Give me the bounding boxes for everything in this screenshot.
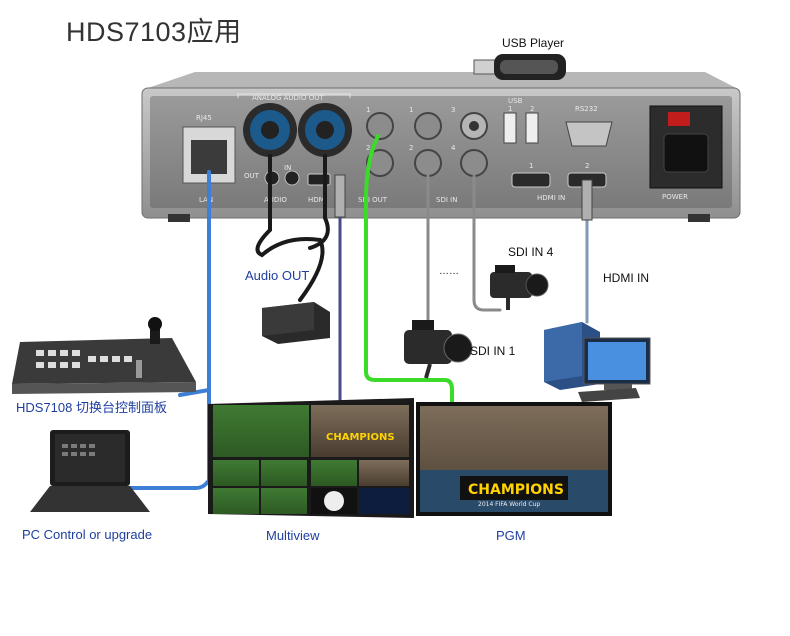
speaker — [262, 302, 330, 344]
sdi-in-label: SDI IN — [436, 196, 457, 204]
rs232-label: RS232 — [575, 105, 598, 113]
multiview-screen: CHAMPIONS — [208, 398, 414, 518]
usb-player-stick — [473, 54, 566, 80]
rs232-port — [565, 121, 613, 147]
sdi-in-port-4-label: 4 — [451, 144, 456, 152]
more-inputs-dots: …… — [439, 266, 459, 277]
hdmi-out-label: HDMI — [308, 196, 327, 204]
audio-cable-left — [255, 154, 325, 302]
keyboard — [578, 388, 640, 402]
page-title: HDS7103应用 — [66, 17, 242, 47]
usb-port-2 — [525, 112, 539, 144]
audio-cable-right — [308, 154, 330, 250]
usb-player-label: USB Player — [502, 36, 565, 50]
usb-label: USB — [508, 97, 523, 105]
lan-cable-to-pc — [118, 170, 211, 490]
pc-control-label: PC Control or upgrade — [22, 527, 153, 542]
sdi-port-2-label: 2 — [366, 144, 370, 152]
sdi-in-port-1-label: 1 — [409, 106, 413, 114]
sdi-in-port-2-label: 2 — [409, 144, 413, 152]
analog-audio-out-label: ANALOG AUDIO OUT — [252, 94, 324, 102]
hdmi-in-port-1 — [511, 172, 551, 188]
device-top-surface — [142, 72, 740, 90]
pgm-fifa-text: 2014 FIFA World Cup — [478, 501, 540, 508]
hds7108-control-panel — [12, 317, 196, 394]
sdi-in-4-cable — [472, 174, 502, 312]
control-panel-label: HDS7108 切换台控制面板 — [16, 400, 167, 415]
audio-label: AUDIO — [264, 196, 287, 204]
device-foot — [168, 214, 190, 222]
hds7103-device: RJ45 LAN ANALOG AUDIO OUT OUT IN AUDIO H… — [141, 72, 741, 222]
pc-workstation — [544, 322, 651, 402]
audio-in-jack — [284, 170, 300, 186]
pgm-label: PGM — [496, 528, 526, 543]
lan-label: LAN — [199, 196, 213, 204]
rj45-label: RJ45 — [196, 114, 212, 122]
sdi-out-label: SDI OUT — [358, 196, 388, 204]
multiview-label: Multiview — [266, 528, 320, 543]
sdi-port-1-label: 1 — [366, 106, 370, 114]
laptop — [30, 430, 150, 512]
camera-sdi-in-1 — [404, 320, 473, 379]
hdmi-in-panel-label: HDMI IN — [537, 194, 565, 202]
device-foot — [688, 214, 710, 222]
multiview-champions-text: CHAMPIONS — [326, 432, 395, 443]
hdmi-in-port-2-label: 2 — [585, 162, 589, 170]
device-rear-face — [150, 96, 732, 208]
rj45-socket — [191, 140, 227, 174]
usb-port-2-label: 2 — [530, 105, 534, 113]
hdmi-in-port-1-label: 1 — [529, 162, 533, 170]
audio-out-label: Audio OUT — [245, 268, 310, 283]
in-label: IN — [284, 164, 291, 172]
pgm-champions-text: CHAMPIONS — [468, 482, 564, 498]
power-switch — [668, 112, 690, 126]
usb-port-1 — [503, 112, 517, 144]
sdi-bnc-ports — [366, 112, 488, 177]
sdi-in-1-label: SDI IN 1 — [470, 344, 516, 358]
sdi-in-port-3-label: 3 — [451, 106, 455, 114]
sdi-in-4-label: SDI IN 4 — [508, 245, 554, 259]
power-label: POWER — [662, 193, 688, 201]
pgm-screen: CHAMPIONS 2014 FIFA World Cup — [416, 402, 612, 516]
hdmi-in-label: HDMI IN — [603, 271, 649, 285]
sdi-out-cable-to-pgm — [364, 134, 454, 406]
usb-port-1-label: 1 — [508, 105, 512, 113]
out-label: OUT — [244, 172, 260, 180]
power-socket — [663, 133, 709, 173]
camera-sdi-in-4 — [490, 265, 549, 310]
